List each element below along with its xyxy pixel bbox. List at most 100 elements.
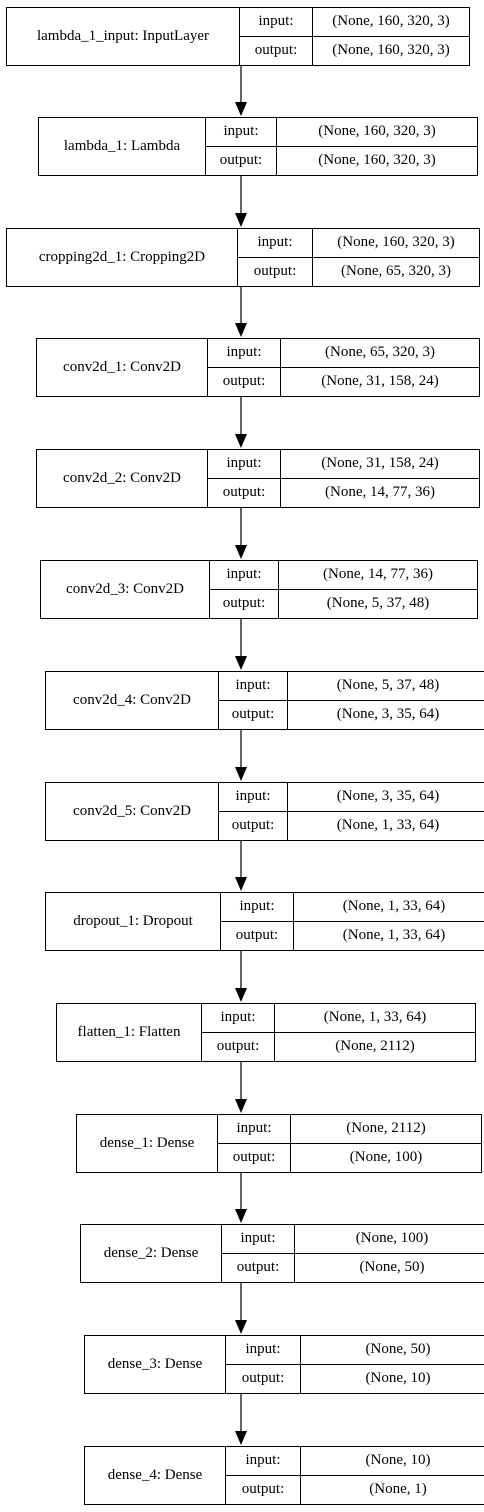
layer-name: conv2d_5: Conv2D xyxy=(46,783,219,840)
input-label: input: xyxy=(218,1115,290,1144)
arrowhead xyxy=(235,988,247,1002)
output-shape: (None, 2112) xyxy=(335,1038,415,1055)
arrowhead xyxy=(235,1320,247,1334)
input-shape: (None, 14, 77, 36) xyxy=(279,561,477,590)
arrowhead xyxy=(235,767,247,781)
layer-name: conv2d_4: Conv2D xyxy=(46,672,219,729)
layer-name: lambda_1: Lambda xyxy=(39,118,206,175)
arrowhead xyxy=(235,1099,247,1113)
io-label-column: input:output: xyxy=(240,8,313,65)
io-label-column: input: output: xyxy=(221,893,294,950)
output-shape: (None, 160, 320, 3) xyxy=(332,42,450,59)
output-label: output: xyxy=(222,373,266,390)
io-label-column: input:output: xyxy=(222,1225,295,1282)
output-label: output: xyxy=(253,263,297,280)
io-label-column: input: output: xyxy=(206,118,277,175)
shape-column: (None, 65, 320, 3) (None, 31, 158, 24) xyxy=(281,339,479,396)
input-shape: (None, 160, 320, 3) xyxy=(313,8,469,37)
shape-column: (None, 3, 35, 64) (None, 1, 33, 64) xyxy=(288,783,484,840)
input-shape: (None, 65, 320, 3) xyxy=(281,339,479,368)
shape-column: (None, 5, 37, 48) (None, 3, 35, 64) xyxy=(288,672,484,729)
arrowhead xyxy=(235,213,247,227)
layer-name: conv2d_1: Conv2D xyxy=(37,339,208,396)
io-label-column: input: output: xyxy=(226,1336,301,1393)
shape-column: (None, 10)(None, 1) xyxy=(301,1447,484,1504)
output-label: output: xyxy=(241,1481,285,1498)
input-label: input: xyxy=(208,339,280,368)
io-label-column: input:output: xyxy=(208,450,281,507)
input-label: input: xyxy=(208,450,280,479)
output-shape: (None, 3, 35, 64) xyxy=(336,706,440,723)
output-label: output: xyxy=(232,1149,276,1166)
input-label: input: xyxy=(219,672,287,701)
layer-name: dense_3: Dense xyxy=(85,1336,226,1393)
input-shape: (None, 3, 35, 64) xyxy=(288,783,484,812)
io-label-column: input: output: xyxy=(238,229,313,286)
layer-name: conv2d_2: Conv2D xyxy=(37,450,208,507)
arrowhead xyxy=(235,1431,247,1445)
io-label-column: input: output: xyxy=(210,561,279,618)
io-label-column: input:output: xyxy=(202,1004,275,1061)
input-shape: (None, 50) xyxy=(301,1336,484,1365)
output-shape: (None, 31, 158, 24) xyxy=(321,373,439,390)
output-shape: (None, 14, 77, 36) xyxy=(325,484,435,501)
output-shape: (None, 5, 37, 48) xyxy=(326,595,430,612)
io-label-column: input:output: xyxy=(219,783,288,840)
shape-column: (None, 14, 77, 36) (None, 5, 37, 48) xyxy=(279,561,477,618)
shape-column: (None, 160, 320, 3)(None, 160, 320, 3) xyxy=(277,118,477,175)
shape-column: (None, 160, 320, 3) (None, 160, 320, 3) xyxy=(313,8,469,65)
layer-name: dense_4: Dense xyxy=(85,1447,226,1504)
output-label: output: xyxy=(231,817,275,834)
shape-column: (None, 160, 320, 3)(None, 65, 320, 3) xyxy=(313,229,479,286)
shape-column: (None, 1, 33, 64)(None, 1, 33, 64) xyxy=(294,893,484,950)
output-shape: (None, 160, 320, 3) xyxy=(318,152,436,169)
input-label: input: xyxy=(222,1225,294,1254)
io-label-column: input: output: xyxy=(208,339,281,396)
shape-column: (None, 1, 33, 64) (None, 2112) xyxy=(275,1004,475,1061)
input-label: input: xyxy=(210,561,278,590)
input-label: input: xyxy=(226,1447,300,1476)
layer-name: lambda_1_input: InputLayer xyxy=(7,8,240,65)
arrowhead xyxy=(235,323,247,337)
output-label: output: xyxy=(241,1370,285,1387)
output-shape: (None, 10) xyxy=(365,1370,431,1387)
output-label: output: xyxy=(219,152,263,169)
arrowhead xyxy=(235,877,247,891)
io-label-column: input: output: xyxy=(219,672,288,729)
output-shape: (None, 100) xyxy=(349,1149,423,1166)
layer-name: flatten_1: Flatten xyxy=(57,1004,202,1061)
input-shape: (None, 1, 33, 64) xyxy=(275,1004,475,1033)
input-shape: (None, 2112) xyxy=(291,1115,481,1144)
output-label: output: xyxy=(231,706,275,723)
input-shape: (None, 10) xyxy=(301,1447,484,1476)
shape-column: (None, 2112) (None, 100) xyxy=(291,1115,481,1172)
shape-column: (None, 100)(None, 50) xyxy=(295,1225,484,1282)
output-label: output: xyxy=(235,927,279,944)
io-label-column: input: output: xyxy=(218,1115,291,1172)
input-shape: (None, 31, 158, 24) xyxy=(281,450,479,479)
input-label: input: xyxy=(226,1336,300,1365)
arrowhead xyxy=(235,545,247,559)
input-label: input: xyxy=(240,8,312,37)
output-shape: (None, 1, 33, 64) xyxy=(336,817,440,834)
input-shape: (None, 5, 37, 48) xyxy=(288,672,484,701)
input-label: input: xyxy=(238,229,312,258)
input-shape: (None, 1, 33, 64) xyxy=(294,893,484,922)
output-label: output: xyxy=(222,595,266,612)
layer-name: cropping2d_1: Cropping2D xyxy=(7,229,238,286)
output-shape: (None, 50) xyxy=(359,1259,425,1276)
input-label: input: xyxy=(221,893,293,922)
arrowhead xyxy=(235,1209,247,1223)
output-shape: (None, 65, 320, 3) xyxy=(341,263,451,280)
input-label: input: xyxy=(206,118,276,147)
layer-name: dropout_1: Dropout xyxy=(46,893,221,950)
